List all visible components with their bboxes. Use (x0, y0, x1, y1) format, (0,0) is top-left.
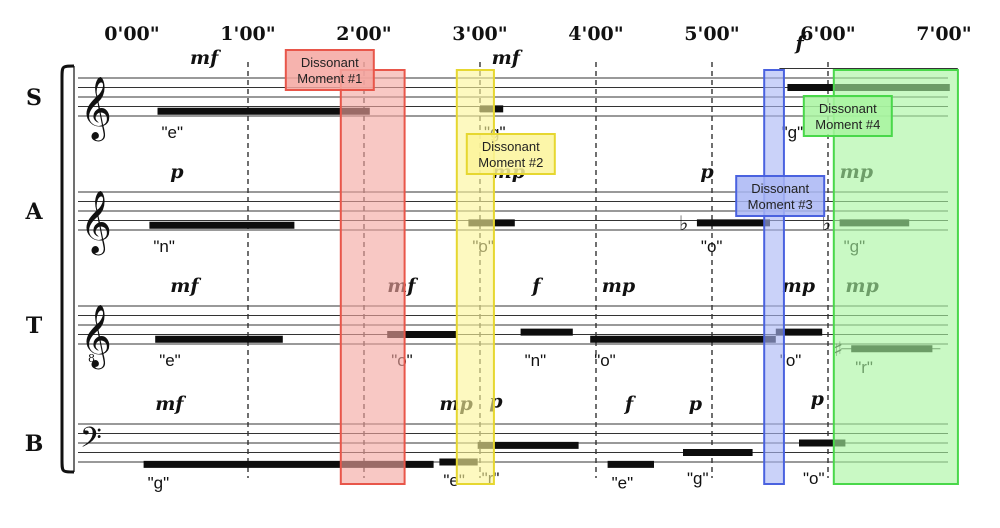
note-bar (696, 219, 770, 227)
note-bar (799, 439, 846, 447)
note-bar (155, 335, 283, 343)
dissonant-region (832, 69, 959, 485)
dynamic-marking: p (811, 388, 825, 410)
dissonant-label-line1: Dissonant (751, 181, 809, 196)
syllable-label: "g" (148, 473, 170, 492)
voice-label: B (25, 431, 44, 457)
dissonant-region (763, 69, 785, 485)
note: f "n" (520, 275, 573, 370)
note-bar (590, 335, 776, 343)
dynamic-marking: mf (155, 393, 186, 415)
time-label: 0'00" (104, 23, 159, 45)
syllable-label: "n" (525, 351, 547, 370)
dissonant-region (455, 69, 495, 485)
note-bar (607, 460, 654, 468)
voice-label: S (26, 85, 42, 111)
flat-accidental: ♭ (822, 211, 831, 235)
syllable-label: "g" (687, 469, 709, 488)
time-gridlines (247, 62, 829, 478)
note: mf "e" (157, 47, 370, 142)
note-bar (775, 328, 823, 336)
dynamic-marking: mf (492, 47, 523, 69)
staff-t: T 𝄞8 (26, 304, 948, 370)
dissonant-label-line1: Dissonant (301, 55, 359, 70)
dynamic-marking: f (794, 33, 807, 55)
dissonant-label-box (735, 175, 826, 217)
note-bar (387, 331, 457, 338)
dynamic-marking: p (700, 161, 714, 183)
note-bar (149, 221, 295, 229)
time-label: 4'00" (568, 23, 623, 45)
voice-label: A (24, 199, 43, 225)
syllable-label: "e" (612, 473, 634, 492)
time-axis: 0'00" 1'00" 2'00" 3'00" 4'00" 5'00" 6'00" 7'00" (104, 23, 971, 45)
note: p "o" (799, 388, 846, 488)
dissonant-label-line1: Dissonant (819, 101, 877, 116)
dynamic-marking: p (689, 393, 703, 415)
voice-label: T (26, 313, 43, 339)
dissonant-label-line2: Moment #2 (478, 155, 543, 170)
note: mp "o" (590, 275, 776, 370)
note-bar (157, 107, 370, 115)
syllable-label: "e" (159, 351, 181, 370)
syllable-label: "n" (153, 237, 175, 256)
dissonant-label-box (465, 133, 556, 175)
syllable-label: "o" (803, 469, 825, 488)
syllable-label: "e" (162, 123, 184, 142)
flat-accidental: ♭ (679, 211, 688, 235)
treble-clef-icon: 𝄞 (80, 304, 112, 370)
bracket-line (60, 64, 75, 474)
dissonant-label-line2: Moment #1 (297, 71, 362, 86)
dissonant-label-box (802, 95, 893, 137)
dissonant-region (339, 69, 406, 485)
time-label: 5'00" (684, 23, 739, 45)
syllable-label: "o" (701, 237, 723, 256)
dissonant-label-line1: Dissonant (482, 139, 540, 154)
note: mf "g" (143, 393, 434, 492)
dissonant-label-line2: Moment #4 (815, 117, 880, 132)
time-label: 1'00" (220, 23, 275, 45)
dynamic-marking: f (623, 393, 636, 415)
syllable-label: "o" (594, 351, 616, 370)
treble-clef-icon: 𝄞 (80, 76, 112, 142)
note: p "g" (683, 393, 753, 488)
bass-clef-icon: 𝄢 (80, 422, 102, 462)
staff-s: S𝄞 (26, 76, 948, 142)
octave-mark: 8 (88, 352, 95, 365)
dynamic-marking: mf (170, 275, 201, 297)
treble-clef-icon: 𝄞 (80, 190, 112, 256)
dynamic-marking: f (530, 275, 543, 297)
time-label: 2'00" (336, 23, 391, 45)
syllable-label: "g" (782, 123, 804, 142)
note-bar (477, 441, 579, 449)
dynamic-marking: mp (782, 275, 816, 297)
staves: S𝄞A𝄞T𝄞8B𝄢 (24, 76, 948, 463)
time-label: 6'00" (800, 23, 855, 45)
time-label: 3'00" (452, 23, 507, 45)
syllable-label: "o" (780, 351, 802, 370)
system-bracket (60, 64, 75, 474)
dissonant-label-box (284, 49, 375, 91)
note: p "o" ♭ (679, 161, 770, 256)
note: f "e" (607, 393, 654, 492)
note-bar (683, 449, 753, 456)
dynamic-marking: mp (602, 275, 636, 297)
note-bar (520, 328, 573, 336)
note: mp "o" (775, 275, 823, 370)
note-bar (143, 460, 434, 468)
note: p "n" (149, 161, 295, 256)
dissonant-label-line2: Moment #3 (748, 197, 813, 212)
dynamic-marking: p (170, 161, 184, 183)
note: mf "e" (155, 275, 283, 370)
time-label: 7'00" (916, 23, 971, 45)
dynamic-marking: mf (190, 47, 221, 69)
